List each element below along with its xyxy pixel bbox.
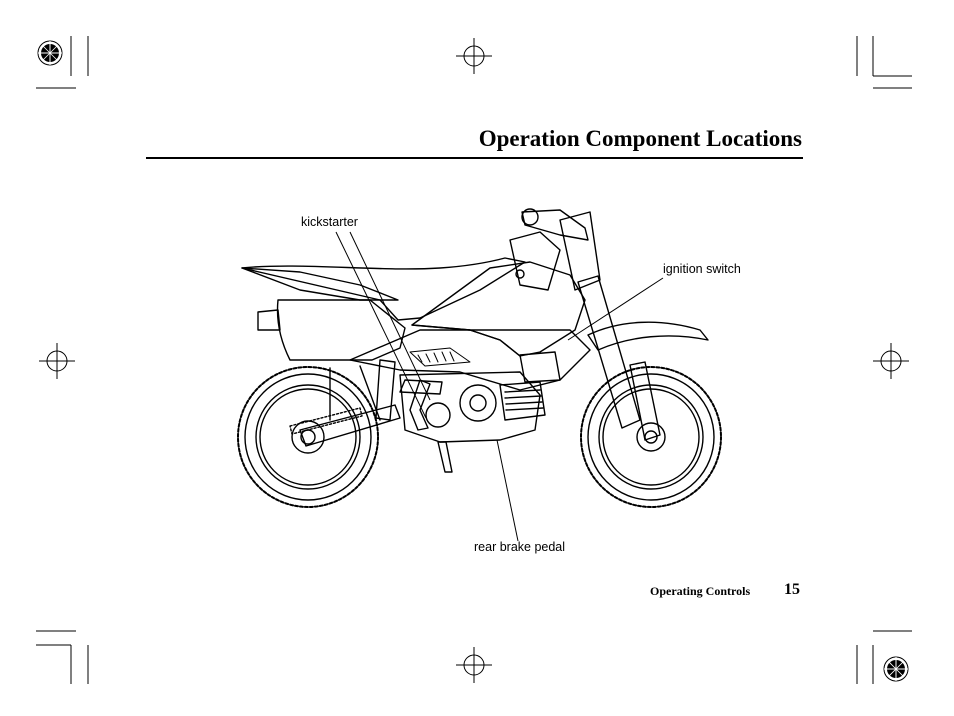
engine: [399, 351, 561, 443]
ignition-switch-leader: [567, 277, 664, 341]
kickstarter-leader: [335, 231, 427, 419]
front-fender: [587, 321, 709, 351]
rear-fender: [241, 267, 399, 301]
exhaust-tip: [257, 309, 281, 331]
starburst-target-bottom-right: [883, 656, 909, 682]
side-panel: [276, 299, 406, 361]
side-stand: [437, 441, 453, 473]
kickstarter-lever: [409, 379, 431, 431]
title-rule: [146, 157, 803, 159]
callout-kickstarter: kickstarter: [301, 215, 358, 229]
registration-crosshair-bottom: [456, 647, 492, 683]
kickstarter-leader-2: [349, 231, 431, 401]
registration-crosshair-right: [873, 343, 909, 379]
rear-shock: [375, 359, 396, 421]
page-title: Operation Component Locations: [478, 126, 802, 151]
callout-ignition-switch: ignition switch: [663, 262, 741, 276]
front-wheel: [580, 366, 722, 508]
callout-rear-brake-pedal: rear brake pedal: [474, 540, 566, 554]
front-fork: [559, 211, 661, 441]
footer-section-name: Operating Controls: [650, 584, 751, 598]
starburst-target-top-left: [37, 40, 63, 66]
rear-brake-pedal-leader: [496, 439, 519, 542]
page-number: 15: [784, 581, 800, 598]
registration-crosshair-left: [39, 343, 75, 379]
registration-crosshair-top: [456, 38, 492, 74]
handlebar: [521, 209, 589, 241]
seat: [241, 257, 526, 321]
rear-wheel: [237, 366, 379, 508]
swingarm: [299, 404, 401, 447]
